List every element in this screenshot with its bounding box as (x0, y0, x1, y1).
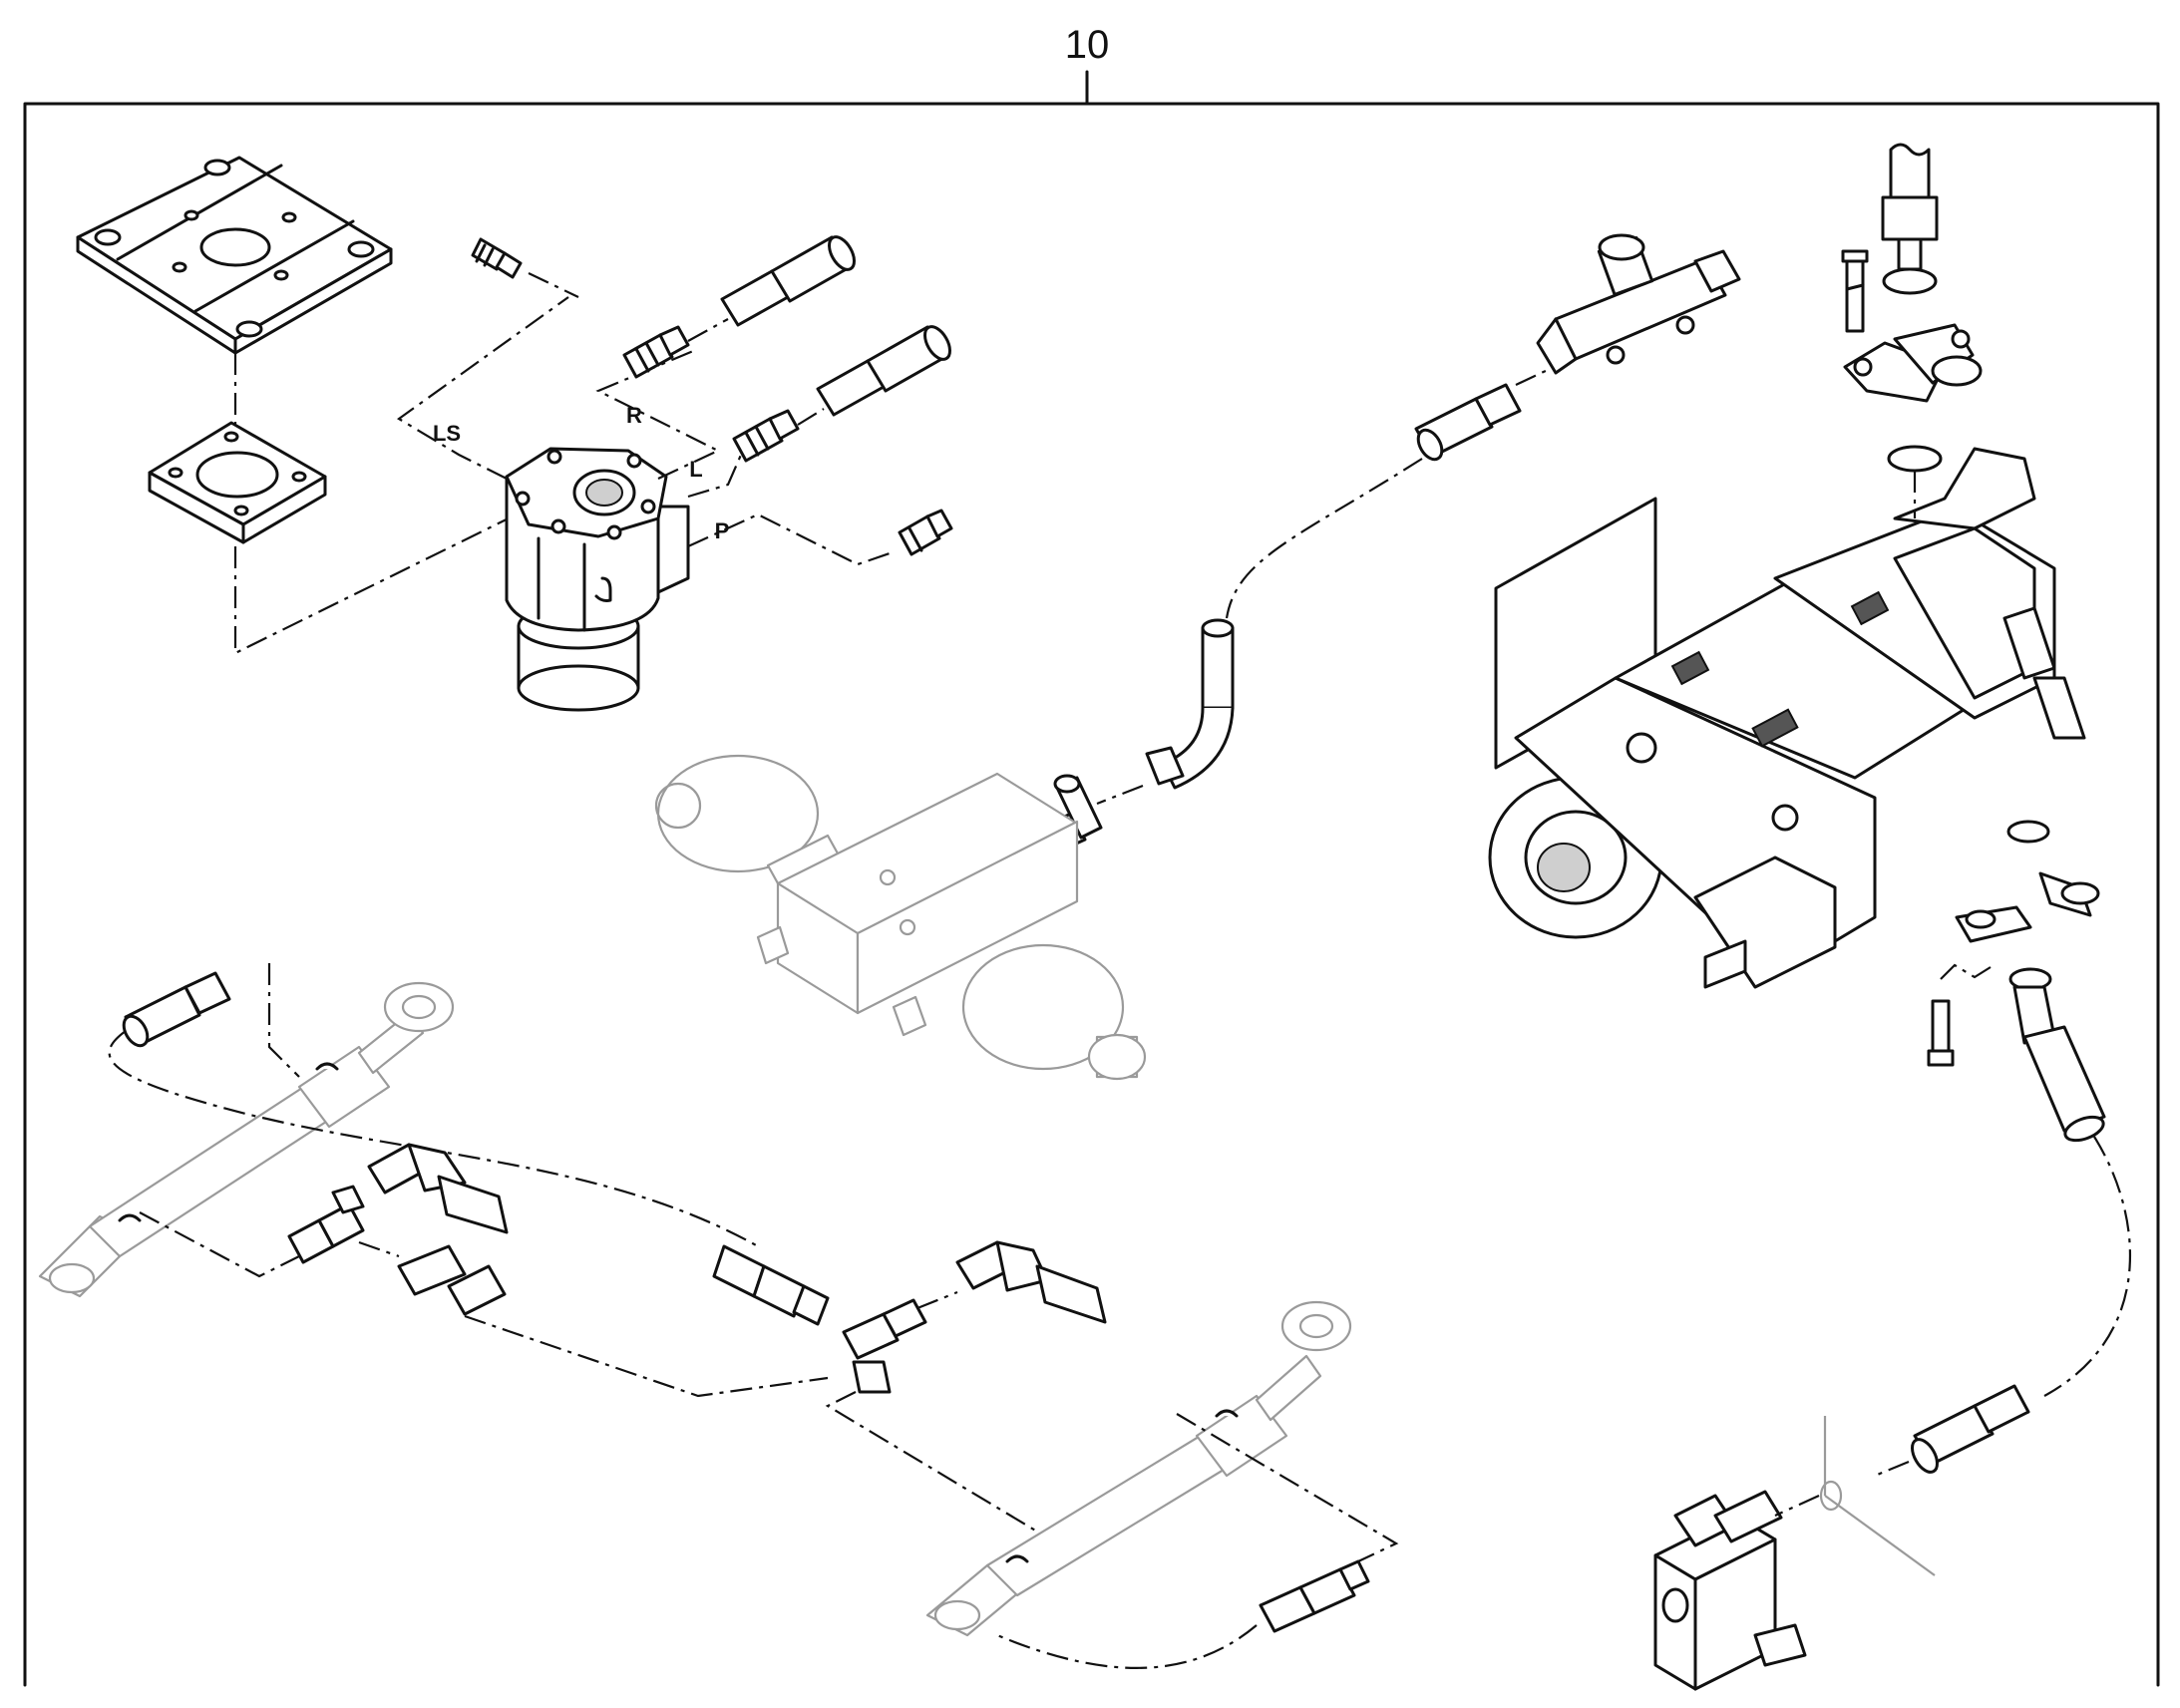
tee-fitting-left (287, 1185, 365, 1264)
hose-r (720, 235, 856, 327)
cap-screw-bottom (1927, 999, 1955, 1067)
fitting-p-port (898, 509, 953, 556)
hose-fitting-left-top (122, 971, 231, 1048)
fitting-l-port (732, 409, 800, 463)
pressure-line-top (1881, 143, 1939, 295)
reference-lines (1774, 1416, 1936, 1576)
steering-cylinder-right (925, 1300, 1352, 1637)
port-label-p: P (715, 518, 730, 543)
fitting-ls-port (471, 237, 523, 279)
elbow-fitting-left (367, 1143, 509, 1234)
valve-block-bottom (1653, 1490, 1807, 1691)
elbow-fitting-center (955, 1240, 1107, 1324)
mounting-plate (76, 156, 393, 355)
fitting-r-port (622, 325, 690, 379)
steering-cylinder-left (38, 981, 455, 1298)
priority-valve (1536, 233, 1741, 375)
o-ring-bottom (2006, 820, 2050, 844)
hydraulic-pump (1488, 447, 2086, 989)
item-number-label: 10 (1065, 23, 1110, 67)
elbow-hose (1145, 618, 1235, 790)
assembly-bracket (23, 70, 2160, 1687)
cap-screw-top (1841, 249, 1869, 333)
split-flange-lower (1955, 871, 2100, 943)
accumulator-block (654, 754, 1147, 1081)
o-ring-top (1887, 445, 1943, 473)
hose-fitting-right-bottom (1259, 1559, 1370, 1633)
hose-l (816, 325, 951, 417)
hose-fitting-priority (1414, 383, 1522, 462)
steering-unit (505, 447, 690, 712)
hose-fitting-center (712, 1244, 830, 1326)
hose-fitting-bottom-right (1911, 1384, 2030, 1474)
pressure-line-bottom (2008, 967, 2106, 1143)
adapter-flange (148, 421, 327, 544)
port-label-ls: LS (433, 421, 461, 446)
tee-fitting-center (842, 1298, 927, 1394)
port-label-l: L (689, 457, 702, 482)
hose-fitting-left-mid (397, 1244, 507, 1316)
port-label-r: R (626, 403, 642, 428)
split-flange-top (1843, 323, 1983, 403)
